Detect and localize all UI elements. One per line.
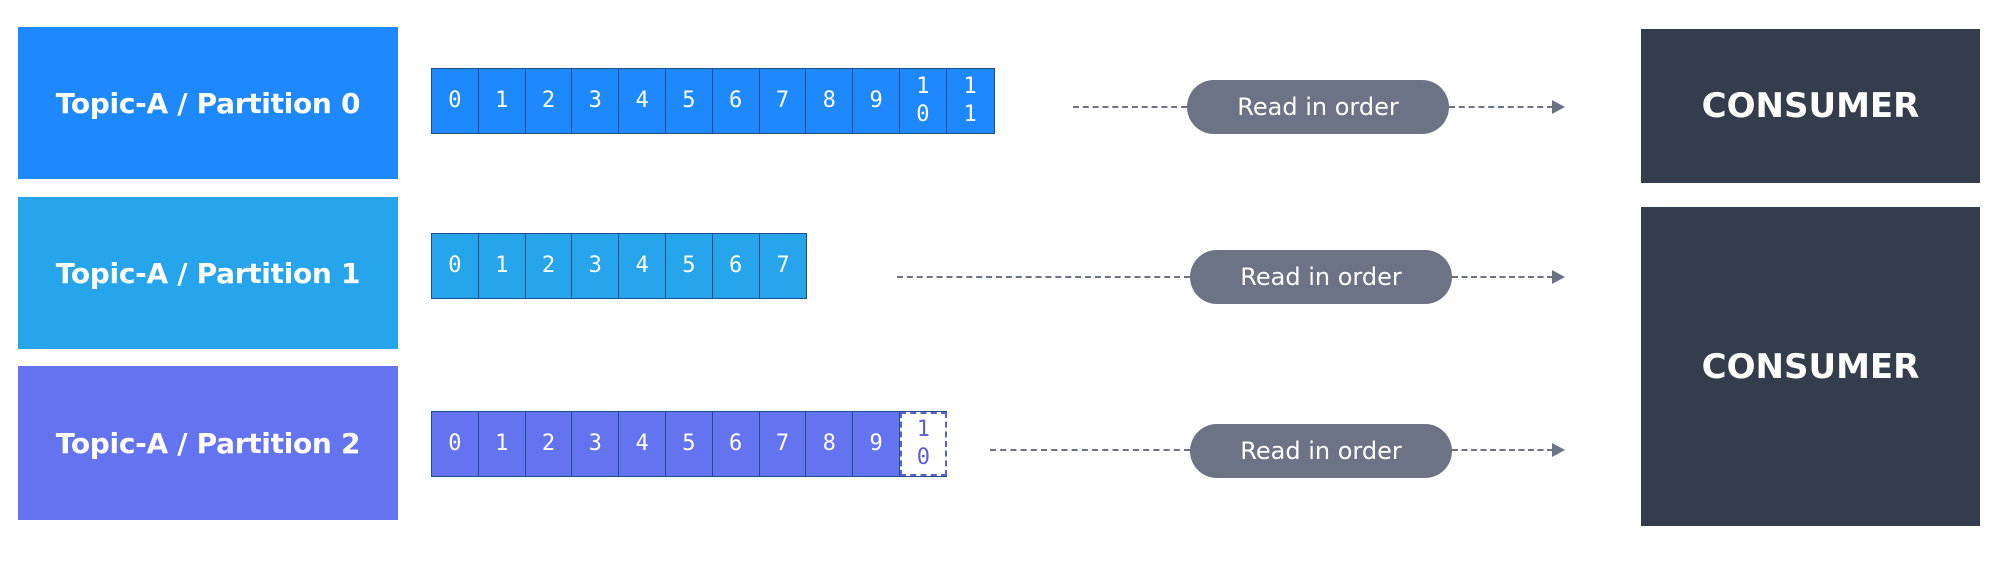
flow-line-0-out (1449, 106, 1553, 108)
offset-cell: 4 (619, 412, 666, 476)
offset-cell: 8 (806, 412, 854, 476)
offset-cell: 9 (853, 412, 900, 476)
offset-cell: 6 (712, 234, 760, 298)
consumer-label-1: CONSUMER (1701, 346, 1920, 387)
flow-line-2-out (1452, 449, 1553, 451)
flow-line-2-in (990, 449, 1190, 451)
read-in-order-label-0: Read in order (1237, 93, 1399, 121)
offset-cell: 3 (572, 234, 620, 298)
offset-cell: 0 (432, 234, 479, 298)
read-in-order-pill-0: Read in order (1187, 80, 1449, 134)
partition-0-label: Topic-A / Partition 0 (55, 86, 361, 120)
offset-cell: 6 (712, 412, 760, 476)
offset-cell: 5 (665, 412, 713, 476)
offset-cell: 0 (432, 69, 479, 133)
offset-cell: 1 (478, 412, 526, 476)
read-in-order-pill-2: Read in order (1190, 424, 1452, 478)
read-in-order-label-1: Read in order (1240, 263, 1402, 291)
arrow-head-1-icon (1552, 270, 1565, 284)
offset-cell: 5 (665, 234, 713, 298)
offset-cell: 1 1 (946, 69, 994, 133)
offset-cell: 7 (759, 234, 807, 298)
offset-cell: 1 0 (899, 69, 947, 133)
consumer-box-1: CONSUMER (1641, 207, 1980, 526)
offset-cell: 9 (853, 69, 900, 133)
arrow-head-0-icon (1552, 100, 1565, 114)
offset-cell: 2 (525, 234, 573, 298)
offset-cell: 1 (478, 69, 526, 133)
flow-line-1-out (1452, 276, 1553, 278)
offset-cell: 5 (665, 69, 713, 133)
consumer-label-0: CONSUMER (1701, 86, 1920, 126)
flow-line-0-in (1073, 106, 1187, 108)
offset-cell: 6 (712, 69, 760, 133)
offset-cell: 1 (478, 234, 526, 298)
offset-cell: 7 (759, 412, 807, 476)
flow-line-1-in (897, 276, 1190, 278)
partition-0-box: Topic-A / Partition 0 (18, 27, 398, 179)
arrow-head-2-icon (1552, 443, 1565, 457)
partition-2-label: Topic-A / Partition 2 (55, 426, 361, 460)
offset-cell: 7 (759, 69, 807, 133)
offset-cell: 2 (525, 69, 573, 133)
read-in-order-label-2: Read in order (1240, 437, 1402, 465)
offset-cell: 4 (619, 69, 666, 133)
pending-offset-cell: 1 0 (899, 412, 947, 476)
offset-cell: 2 (525, 412, 573, 476)
offset-cell: 3 (572, 69, 620, 133)
partition-1-box: Topic-A / Partition 1 (18, 197, 398, 349)
partition-1-label: Topic-A / Partition 1 (55, 256, 361, 290)
partition-2-box: Topic-A / Partition 2 (18, 366, 398, 520)
offset-cell: 4 (619, 234, 666, 298)
read-in-order-pill-1: Read in order (1190, 250, 1452, 304)
offset-cell: 0 (432, 412, 479, 476)
offset-cell: 8 (806, 69, 854, 133)
offset-cell: 3 (572, 412, 620, 476)
consumer-box-0: CONSUMER (1641, 29, 1980, 183)
